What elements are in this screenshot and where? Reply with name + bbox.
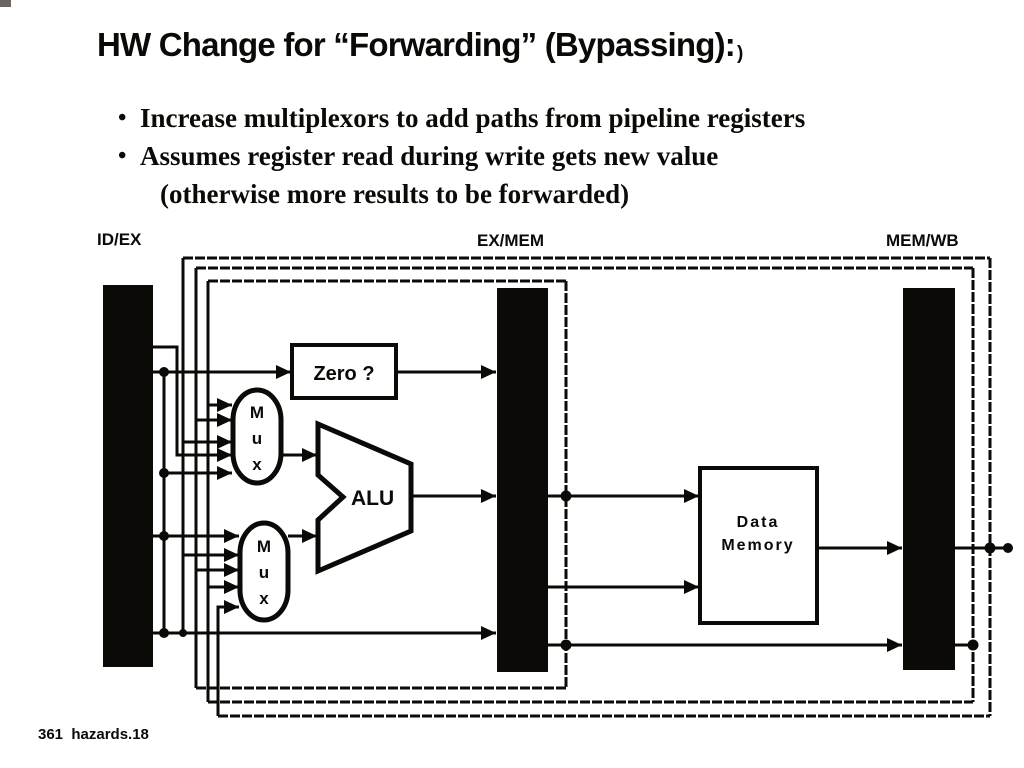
junction-dot [159,531,169,541]
bullet-marker: • [118,105,127,131]
bullet-text: Assumes register read during write gets … [140,137,718,213]
junction-dot [159,628,169,638]
wire-muxb-in5 [216,600,239,716]
register-labels: ID/EX EX/MEM MEM/WB [97,230,959,250]
junction-dot [967,639,979,651]
mux-b-letter-m: M [257,537,271,556]
mem-wb-register [903,288,955,670]
alu-shape [315,420,414,575]
mux-a-letter-u: u [252,429,262,448]
data-memory-label-line1: Data [737,514,780,531]
junction-dot [1003,543,1013,553]
mux-a: M u x [230,387,284,486]
zero-box: Zero ? [290,343,398,400]
bullet-text: Increase multiplexors to add paths from … [140,103,806,133]
page-title: HW Change for “Forwarding” (Bypassing):) [97,26,977,73]
ex-mem-register [497,288,548,672]
mux-b: M u x [237,520,291,623]
bullet-item-2: • Assumes register read during write get… [118,137,1018,213]
footer-slide-number: 361 hazards.18 [38,726,149,743]
ex-mem-label: EX/MEM [477,231,544,250]
data-memory-outline [698,466,819,625]
bullet-text-line1: Assumes register read during write gets … [140,141,719,171]
junction-dot [159,468,169,478]
forwarding-loop-wires [183,256,992,718]
junction-dot [984,542,996,554]
id-ex-label: ID/EX [97,230,142,249]
bullet-item-1: • Increase multiplexors to add paths fro… [118,99,1018,137]
data-memory-label-line2: Memory [721,537,794,554]
mux-a-letter-m: M [250,403,264,422]
bullet-text-line2: (otherwise more results to be forwarded) [160,179,630,209]
junction-dot [560,490,572,502]
junction-dots [159,367,1013,651]
alu-label: ALU [351,487,394,510]
title-text: HW Change for “Forwarding” (Bypassing): [97,26,736,63]
id-ex-register [103,285,153,667]
mux-b-outline [237,520,291,623]
scan-artifact [0,0,11,7]
datapath-wires [153,258,1008,716]
bullet-marker: • [118,143,127,169]
pipeline-register-bars [103,285,955,672]
data-memory: Data Memory [698,466,819,625]
title-suffix: ) [736,43,743,64]
wire-rega-to-muxa [153,345,232,462]
junction-dot [560,639,572,651]
mux-b-letter-u: u [259,563,269,582]
zero-box-outline [290,343,398,400]
mux-a-outline [230,387,284,486]
bullet-list: • Increase multiplexors to add paths fro… [118,99,1018,213]
mux-b-letter-x: x [259,589,269,608]
alu: ALU [315,420,414,575]
mem-wb-label: MEM/WB [886,231,959,250]
junction-dot [179,629,187,637]
mux-a-letter-x: x [252,455,262,474]
zero-box-label: Zero ? [313,363,374,385]
junction-dot [159,367,169,377]
